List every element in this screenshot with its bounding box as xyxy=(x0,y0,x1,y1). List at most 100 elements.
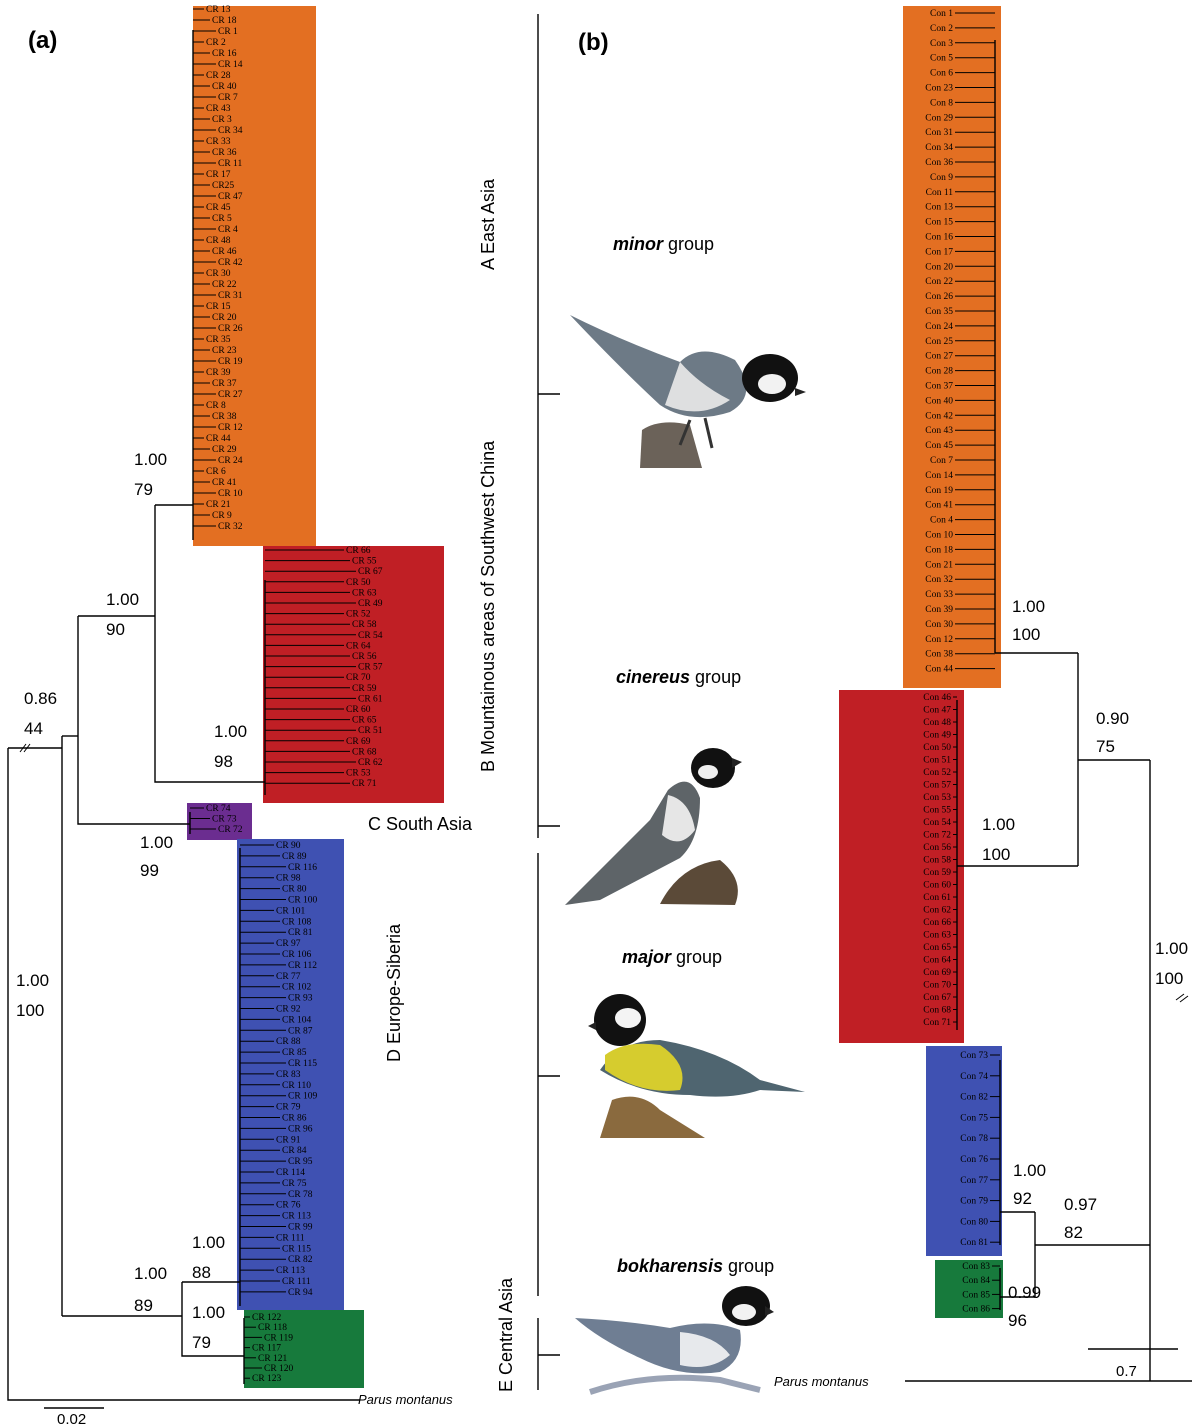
leaf-label: CR 47 xyxy=(218,192,243,202)
leaf-label: CR 90 xyxy=(276,841,301,851)
leaf-label: CR 82 xyxy=(288,1255,313,1265)
leaf-label: Con 56 xyxy=(923,843,951,853)
leaf-label: Con 33 xyxy=(925,590,953,600)
leaf-label: Con 76 xyxy=(960,1155,988,1165)
leaf-label: Con 64 xyxy=(923,956,951,966)
svg-text:92: 92 xyxy=(1013,1189,1032,1208)
leaf-label: CR 30 xyxy=(206,269,231,279)
leaf-label: CR 26 xyxy=(218,324,243,334)
leaf-label: CR 80 xyxy=(282,885,307,895)
leaf-label: CR 33 xyxy=(206,137,231,147)
leaf-label: Con 77 xyxy=(960,1176,988,1186)
leaf-label: Con 21 xyxy=(925,560,953,570)
leaf-label: Con 51 xyxy=(923,756,951,766)
leaf-label: Con 8 xyxy=(930,98,953,108)
panel-a-outgroup-label: Parus montanus xyxy=(358,1392,453,1407)
leaf-label: CR 17 xyxy=(206,170,231,180)
leaf-label: Con 49 xyxy=(923,731,951,741)
leaf-label: CR 16 xyxy=(212,49,237,59)
leaf-label: CR 32 xyxy=(218,522,243,532)
leaf-label: CR 4 xyxy=(218,225,238,235)
leaf-label: Con 81 xyxy=(960,1238,988,1248)
leaf-label: CR 3 xyxy=(212,115,232,125)
leaf-label: CR25 xyxy=(212,181,234,191)
leaf-label: CR 1 xyxy=(218,27,238,37)
leaf-label: CR 51 xyxy=(358,726,383,736)
leaf-label: CR 77 xyxy=(276,972,301,982)
leaf-label: CR 98 xyxy=(276,874,301,884)
leaf-label: CR 38 xyxy=(212,412,237,422)
leaf-label: CR 111 xyxy=(276,1233,305,1243)
leaf-label: CR 49 xyxy=(358,599,383,609)
panel-b-outgroup-label: Parus montanus xyxy=(774,1374,869,1389)
leaf-label: Con 19 xyxy=(925,486,953,496)
leaf-label: CR 59 xyxy=(352,684,377,694)
leaf-label: CR 53 xyxy=(346,769,371,779)
leaf-label: CR 50 xyxy=(346,578,371,588)
panel-b-label: (b) xyxy=(578,29,609,56)
leaf-label: CR 79 xyxy=(276,1103,301,1113)
leaf-label: CR 114 xyxy=(276,1168,305,1178)
leaf-label: Con 57 xyxy=(923,781,951,791)
svg-text:100: 100 xyxy=(1155,969,1183,988)
leaf-label: Con 42 xyxy=(925,411,953,421)
leaf-label: Con 55 xyxy=(923,806,951,816)
leaf-label: CR 112 xyxy=(288,961,317,971)
leaf-label: CR 20 xyxy=(212,313,237,323)
leaf-label: CR 71 xyxy=(352,779,377,789)
bird-illustration-bokharensis xyxy=(575,1286,774,1392)
leaf-label: CR 23 xyxy=(212,346,237,356)
leaf-label: CR 44 xyxy=(206,434,231,444)
leaf-label: CR 18 xyxy=(212,16,237,26)
leaf-label: Con 66 xyxy=(923,918,951,928)
leaf-label: CR 42 xyxy=(218,258,243,268)
svg-text:1.00: 1.00 xyxy=(1013,1161,1046,1180)
leaf-label: Con 52 xyxy=(923,768,951,778)
leaf-label: CR 113 xyxy=(276,1266,305,1276)
leaf-label: CR 121 xyxy=(258,1354,288,1364)
leaf-label: Con 58 xyxy=(923,856,951,866)
leaf-label: Con 85 xyxy=(962,1290,990,1300)
svg-text:88: 88 xyxy=(192,1263,211,1282)
leaf-label: CR 109 xyxy=(288,1092,318,1102)
leaf-label: Con 63 xyxy=(923,931,951,941)
panel-a-support-values: 1.00 79 1.00 90 0.86 44 1.00 98 1.00 99 … xyxy=(16,450,247,1352)
svg-text:90: 90 xyxy=(106,620,125,639)
leaf-label: CR 43 xyxy=(206,104,231,114)
svg-text:79: 79 xyxy=(134,480,153,499)
leaf-label: Con 20 xyxy=(925,262,953,272)
leaf-label: CR 19 xyxy=(218,357,243,367)
svg-text:100: 100 xyxy=(1012,625,1040,644)
leaf-label: CR 15 xyxy=(206,302,231,312)
leaf-label: Con 39 xyxy=(925,605,953,615)
leaf-label: CR 41 xyxy=(212,478,237,488)
svg-text:1.00: 1.00 xyxy=(1012,597,1045,616)
leaf-label: CR 27 xyxy=(218,390,243,400)
region-label-east-asia: A East Asia xyxy=(478,178,498,270)
svg-text:1.00: 1.00 xyxy=(192,1303,225,1322)
leaf-label: CR 69 xyxy=(346,737,371,747)
leaf-label: Con 2 xyxy=(930,24,953,34)
leaf-label: Con 16 xyxy=(925,233,953,243)
svg-text:1.00: 1.00 xyxy=(16,971,49,990)
leaf-label: CR 52 xyxy=(346,610,371,620)
leaf-label: CR 54 xyxy=(358,631,383,641)
leaf-label: CR 37 xyxy=(212,379,237,389)
leaf-label: Con 68 xyxy=(923,1006,951,1016)
leaf-label: Con 79 xyxy=(960,1197,988,1207)
leaf-label: CR 122 xyxy=(252,1313,282,1323)
leaf-label: CR 39 xyxy=(206,368,231,378)
leaf-label: Con 71 xyxy=(923,1018,951,1028)
region-bars xyxy=(538,14,560,1390)
leaf-label: Con 69 xyxy=(923,968,951,978)
leaf-label: Con 80 xyxy=(960,1217,988,1227)
leaf-label: Con 40 xyxy=(925,396,953,406)
leaf-label: CR 56 xyxy=(352,652,377,662)
leaf-label: CR 92 xyxy=(276,1005,301,1015)
leaf-label: CR 100 xyxy=(288,896,318,906)
svg-text:75: 75 xyxy=(1096,737,1115,756)
svg-text:100: 100 xyxy=(982,845,1010,864)
leaf-label: CR 58 xyxy=(352,620,377,630)
leaf-label: Con 47 xyxy=(923,706,951,716)
